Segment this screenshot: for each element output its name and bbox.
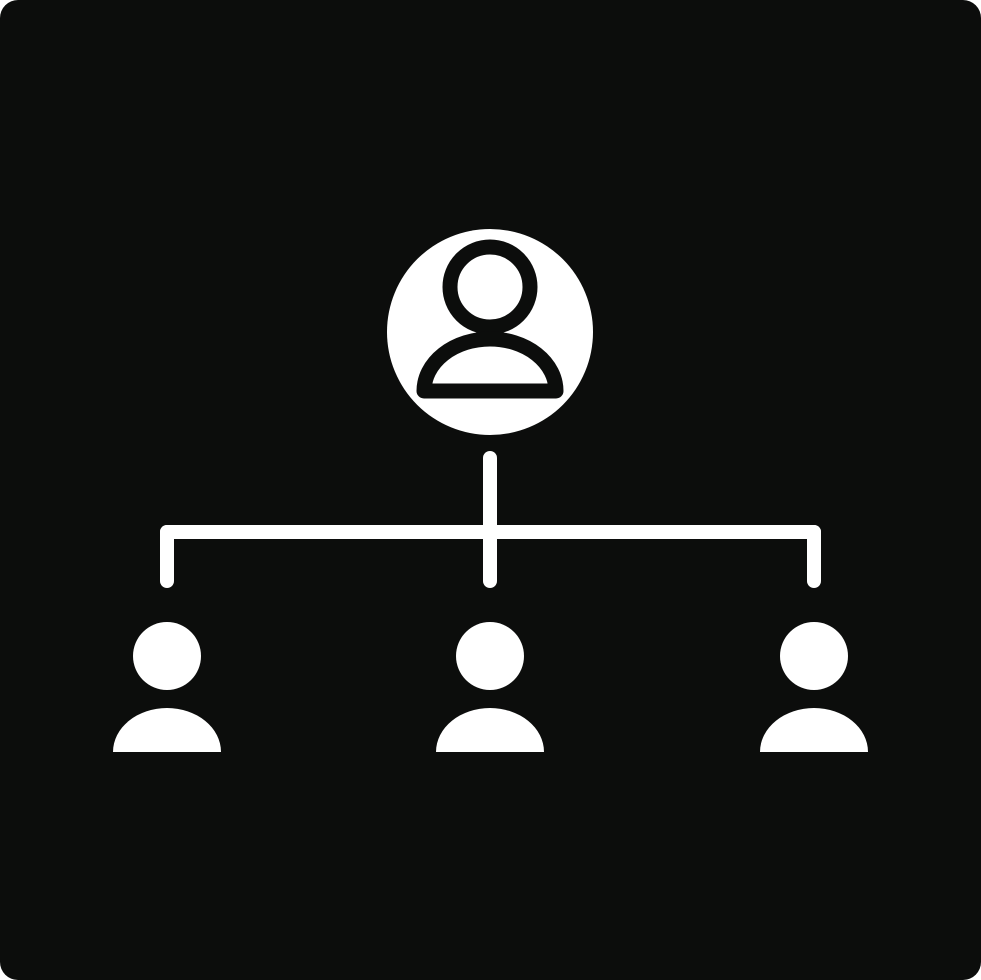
team-member-center-head (456, 622, 524, 690)
hierarchy-connectors (160, 451, 821, 588)
team-member-center-icon (436, 622, 544, 752)
team-member-center-body (436, 708, 544, 752)
manager-user-icon (387, 229, 593, 435)
team-member-right-icon (760, 622, 868, 752)
manager-body-outline (416, 331, 564, 399)
team-member-right-body (760, 708, 868, 752)
team-member-right-head (780, 622, 848, 690)
team-member-left-head (133, 622, 201, 690)
manager-head-outline (442, 239, 538, 335)
team-member-left-body (113, 708, 221, 752)
team-member-left-icon (113, 622, 221, 752)
